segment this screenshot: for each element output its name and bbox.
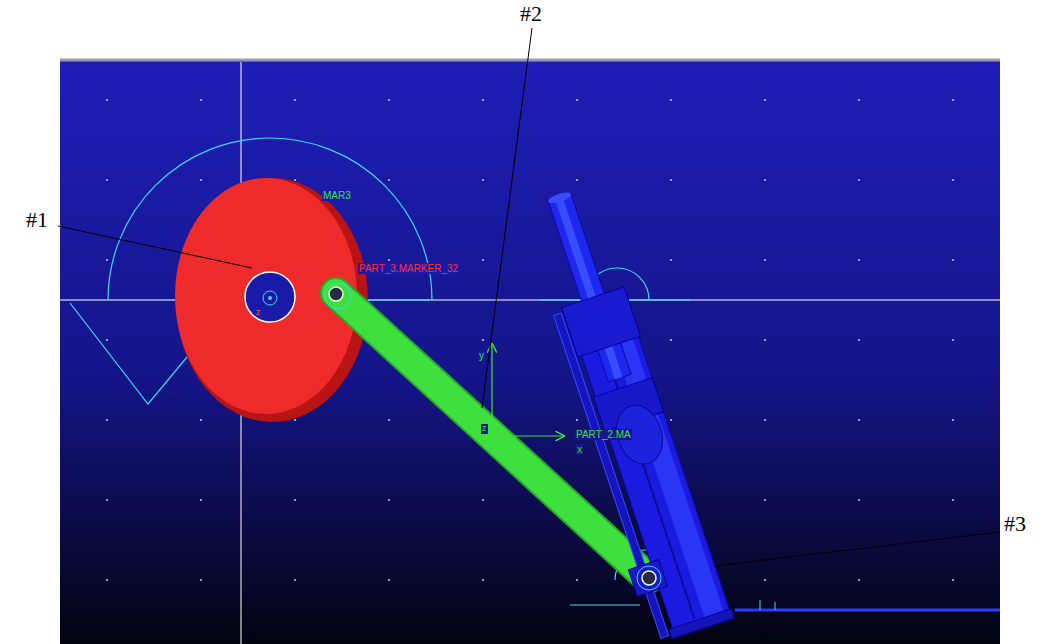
bracket-block (628, 560, 667, 597)
viewport (60, 60, 1000, 644)
leader-line (482, 28, 532, 408)
tick (760, 600, 761, 610)
marker-circle (637, 566, 661, 590)
axis-name: z (481, 424, 488, 434)
marker-dot (268, 296, 272, 300)
axis-name: x (576, 444, 583, 455)
joint-line (570, 604, 640, 605)
slider-assembly (518, 184, 735, 643)
disc-hole (245, 272, 295, 322)
marker-name: MAR3 (322, 190, 352, 201)
crank-disc (175, 178, 357, 414)
tick (775, 602, 776, 610)
axis-arrow (492, 435, 564, 436)
rod-bracket (628, 560, 667, 597)
callout-number: #3 (1004, 512, 1026, 536)
leader-line (714, 532, 1000, 566)
grid-dots (60, 60, 1000, 644)
axis-name: z (256, 308, 261, 318)
axis-name: y (478, 350, 485, 361)
joint-line (362, 299, 430, 300)
viewport-edge (60, 59, 1000, 62)
clamp-block (562, 287, 641, 357)
marker-circle (263, 291, 277, 305)
disc-rim (176, 178, 368, 422)
pin-hole (642, 571, 656, 585)
rod-end (547, 190, 572, 205)
pin-hole (329, 287, 343, 301)
callout-number: #2 (520, 2, 542, 26)
cylinder-body (580, 330, 732, 634)
marker-name: PART_2.MA (575, 429, 632, 440)
axis-arrow (491, 344, 492, 436)
cylinder-foot (669, 609, 735, 639)
marker-name: PART_3.MARKER_32 (358, 263, 459, 274)
callout-number: #1 (26, 208, 48, 232)
leader-line (58, 226, 252, 268)
marker-circle (325, 283, 351, 309)
cylinder-highlight (612, 332, 726, 623)
